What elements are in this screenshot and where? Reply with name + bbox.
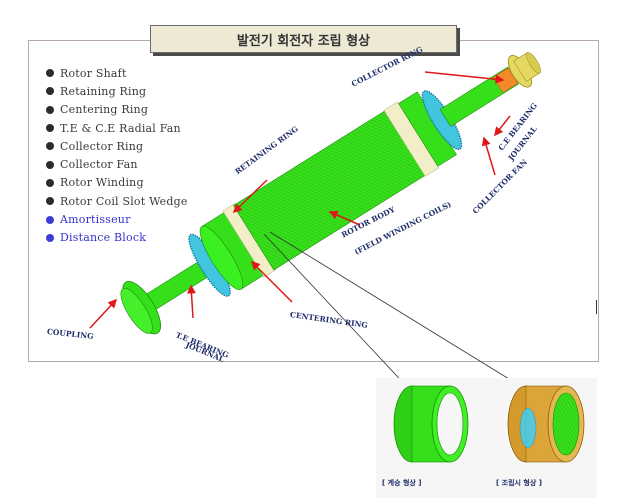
bullet-icon	[46, 178, 54, 187]
bullet-icon	[46, 197, 54, 206]
rotor-body	[233, 109, 427, 271]
coupling-face	[120, 287, 153, 334]
list-item: Centering Ring	[46, 101, 188, 119]
leader-line	[263, 233, 411, 391]
list-item-highlight: Distance Block	[46, 229, 188, 247]
bullet-icon	[46, 124, 54, 133]
assembled-ring-image	[507, 385, 585, 463]
detail-panel: [ 계승 형상 ] [ 조립시 형상 ]	[376, 378, 597, 498]
te-retaining-ring-face	[199, 225, 244, 290]
list-item-highlight: Amortisseur	[46, 210, 188, 228]
frame-tick-mark	[596, 300, 597, 314]
bullet-icon	[46, 105, 54, 114]
list-item: Rotor Winding	[46, 174, 188, 192]
list-item: Retaining Ring	[46, 82, 188, 100]
caption-assembled-shape: [ 조립시 형상 ]	[496, 479, 542, 487]
page-title: 발전기 회전자 조립 형상	[150, 25, 457, 53]
list-item: Rotor Coil Slot Wedge	[46, 192, 188, 210]
bullet-icon	[46, 233, 54, 242]
bullet-icon	[46, 142, 54, 151]
detail-illustrations	[393, 385, 585, 463]
bullet-icon	[46, 69, 54, 78]
leader-line	[269, 231, 536, 396]
list-item: Collector Fan	[46, 155, 188, 173]
caption-component-shape: [ 계승 형상 ]	[382, 479, 422, 487]
bullet-icon	[46, 87, 54, 96]
list-item: Rotor Shaft	[46, 64, 188, 82]
bullet-icon	[46, 160, 54, 169]
collector-end	[526, 52, 541, 74]
list-item: Collector Ring	[46, 137, 188, 155]
bullet-icon	[46, 215, 54, 224]
plain-ring-image	[393, 385, 469, 463]
list-item: T.E & C.E Radial Fan	[46, 119, 188, 137]
callout-arrows	[89, 71, 511, 329]
component-list: Rotor Shaft Retaining Ring Centering Rin…	[46, 64, 188, 247]
